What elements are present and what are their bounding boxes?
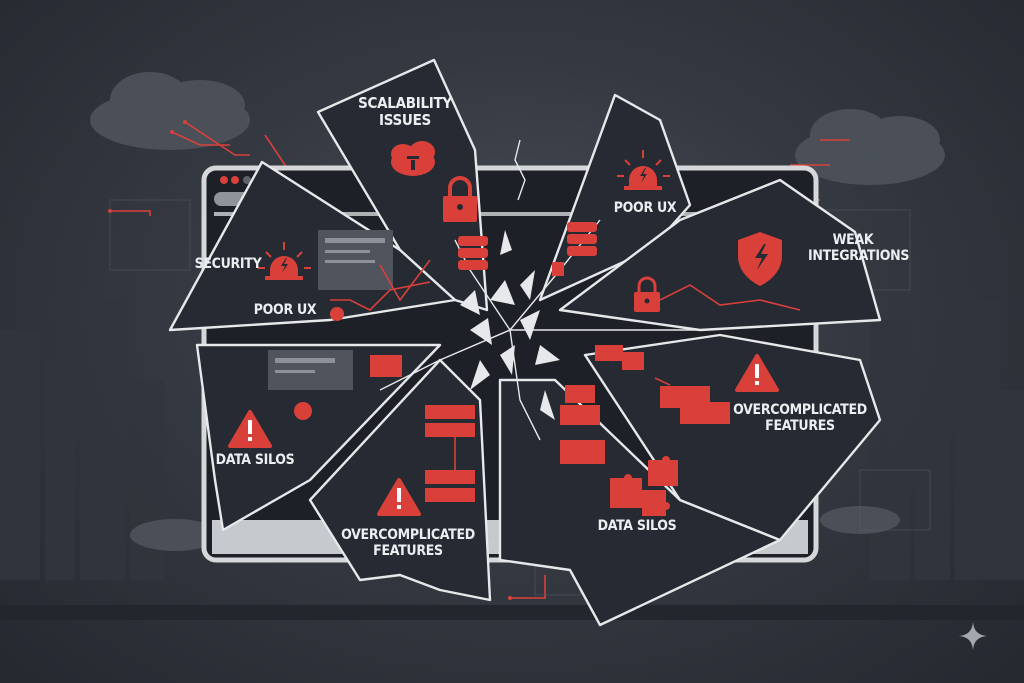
database-icon: [552, 222, 597, 276]
label-security: SECURITY: [194, 256, 262, 272]
label-data-silos-left: DATA SILOS: [215, 452, 295, 468]
database-icon: [458, 236, 488, 270]
label-data-silos-bottom: DATA SILOS: [597, 518, 677, 534]
label-weak-integrations: WEAK INTEGRATIONS: [808, 232, 910, 265]
shield-lightning-icon: [738, 232, 782, 286]
siren-alarm-icon: [617, 150, 670, 190]
siren-alarm-icon: [258, 242, 311, 280]
label-overcomplicated-bottom: OVERCOMPLICATED FEATURES: [341, 527, 475, 560]
puzzle-pieces-icon: [610, 456, 678, 516]
label-overcomplicated-right: OVERCOMPLICATED FEATURES: [733, 402, 867, 435]
dialog-card: [370, 345, 730, 464]
cloud-lock-icon: [391, 141, 435, 176]
padlock-icon: [634, 276, 660, 312]
label-poor-ux-top: POOR UX: [613, 200, 677, 216]
label-poor-ux-left: POOR UX: [253, 302, 317, 318]
pie-chart-icon: [294, 307, 344, 420]
server-rack-icon: [425, 405, 475, 502]
padlock-icon: [443, 176, 477, 222]
warning-triangle-icon: [228, 410, 272, 448]
label-scalability-issues: SCALABILITY ISSUES: [358, 94, 452, 130]
shard-overcomplicated-right: [583, 333, 882, 542]
warning-triangle-icon: [735, 354, 779, 392]
warning-triangle-icon: [377, 478, 421, 516]
shard-data-silos-left: [195, 343, 442, 532]
close-dot: [220, 176, 228, 184]
sparkle-icon: [959, 622, 987, 650]
